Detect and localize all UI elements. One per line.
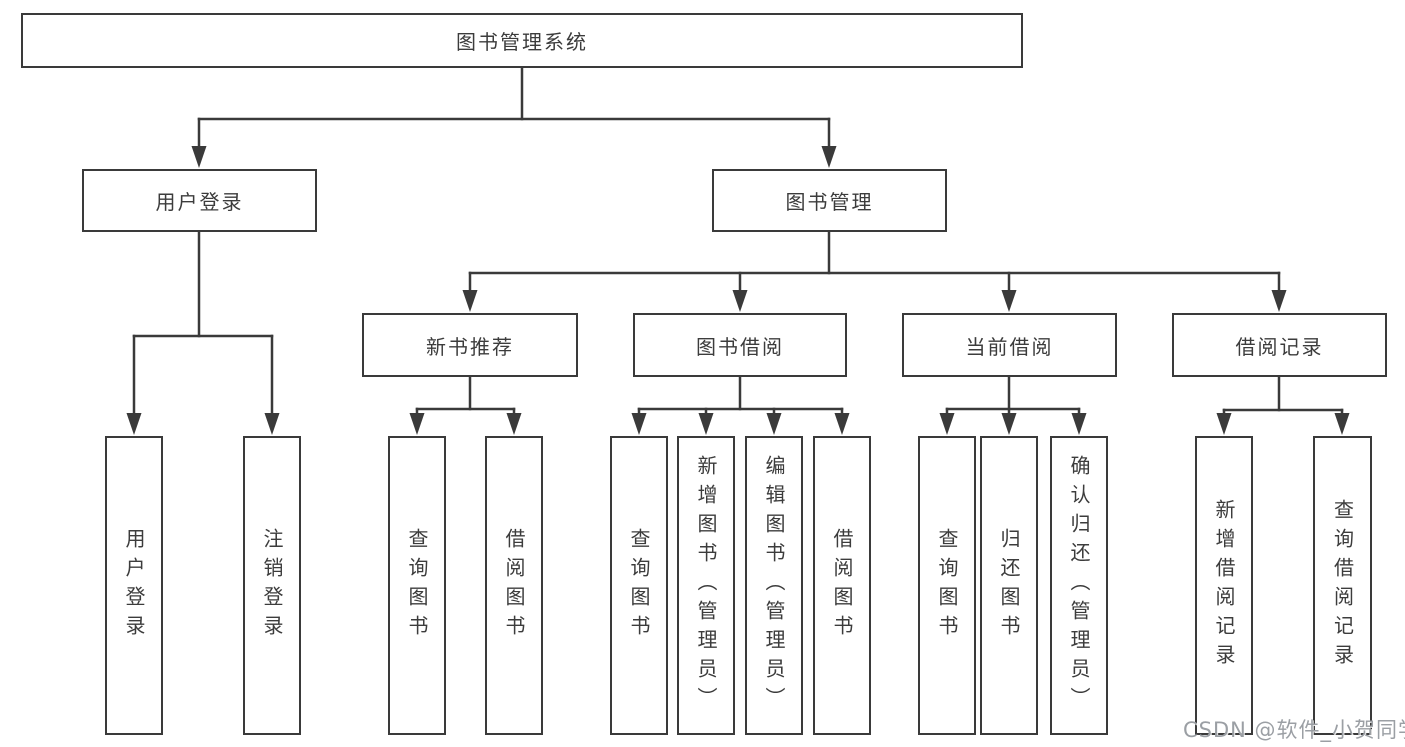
leaf-label: 新增借阅记录 (1212, 498, 1236, 673)
leaf-label: 查询借阅记录 (1330, 498, 1355, 673)
node-leaf-return-books: 归还图书 (980, 436, 1038, 735)
leaf-label: 注销登录 (260, 527, 284, 644)
node-leaf-logout: 注销登录 (243, 436, 301, 735)
leaf-label: 查询图书 (627, 527, 651, 644)
leaf-label: 新增图书（管理员） (694, 455, 718, 716)
node-leaf-add-borrow-record: 新增借阅记录 (1195, 436, 1253, 735)
node-root: 图书管理系统 (21, 13, 1023, 68)
leaf-label: 查询图书 (405, 527, 429, 644)
node-user-login: 用户登录 (82, 169, 317, 232)
node-leaf-borrow-books: 借阅图书 (813, 436, 871, 735)
node-current-borrow-label: 当前借阅 (965, 334, 1054, 359)
leaf-label: 编辑图书（管理员） (762, 455, 786, 716)
node-book-borrow: 图书借阅 (633, 313, 847, 377)
node-leaf-query-books-recommend: 查询图书 (388, 436, 446, 735)
node-root-label: 图书管理系统 (456, 30, 588, 54)
node-leaf-query-books-borrow: 查询图书 (610, 436, 668, 735)
node-leaf-add-books-admin: 新增图书（管理员） (677, 436, 735, 735)
leaf-label: 归还图书 (997, 527, 1021, 644)
node-borrow-records: 借阅记录 (1172, 313, 1387, 377)
node-book-borrow-label: 图书借阅 (696, 334, 784, 359)
leaf-label: 查询图书 (935, 527, 959, 644)
node-new-book-recommend: 新书推荐 (362, 313, 578, 377)
node-new-book-recommend-label: 新书推荐 (426, 334, 514, 359)
node-book-management: 图书管理 (712, 169, 947, 232)
node-user-login-label: 用户登录 (155, 190, 244, 214)
node-leaf-confirm-return-admin: 确认归还（管理员） (1050, 436, 1108, 735)
node-borrow-records-label: 借阅记录 (1235, 334, 1324, 359)
node-leaf-query-borrow-record: 查询借阅记录 (1313, 436, 1372, 735)
csdn-watermark: CSDN @软件_小贺同学 (1183, 718, 1405, 742)
node-leaf-query-books-current: 查询图书 (918, 436, 976, 735)
node-leaf-user-login: 用户登录 (105, 436, 163, 735)
node-book-management-label: 图书管理 (785, 190, 874, 214)
leaf-label: 用户登录 (122, 527, 146, 644)
node-leaf-borrow-books-recommend: 借阅图书 (485, 436, 543, 735)
node-leaf-edit-books-admin: 编辑图书（管理员） (745, 436, 803, 735)
leaf-label: 确认归还（管理员） (1067, 455, 1091, 716)
leaf-label: 借阅图书 (830, 527, 854, 644)
node-current-borrow: 当前借阅 (902, 313, 1117, 377)
leaf-label: 借阅图书 (502, 527, 526, 644)
